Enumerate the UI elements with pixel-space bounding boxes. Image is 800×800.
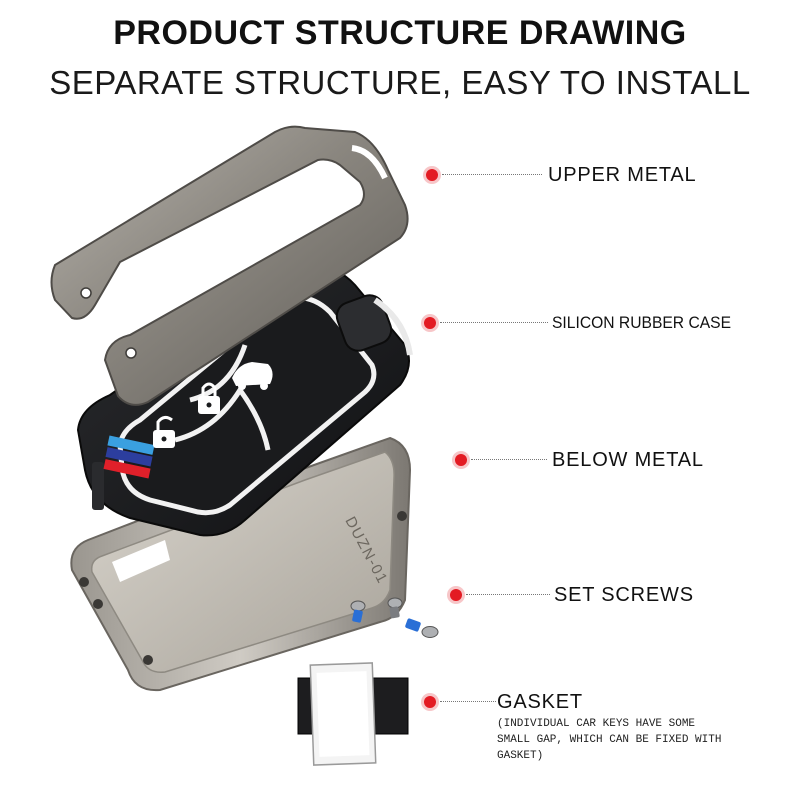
upper-metal-frame <box>50 125 409 406</box>
stripe-red <box>103 459 151 479</box>
callout-label-gasket: GASKET <box>497 691 583 713</box>
trunk-icon <box>232 362 273 390</box>
callout-silicon-rubber-case: SILICON RUBBER CASE <box>424 313 731 333</box>
callout-dot <box>424 696 436 708</box>
set-screws <box>350 597 439 638</box>
silicon-rubber-case <box>76 264 413 537</box>
lock-icon <box>198 382 220 414</box>
leader-line <box>440 701 496 702</box>
callout-label-below-metal: BELOW METAL <box>552 449 704 471</box>
gasket <box>297 662 409 766</box>
page-title: PRODUCT STRUCTURE DRAWING <box>113 14 687 52</box>
callout-upper-metal: UPPER METAL <box>426 164 726 186</box>
stripe-light-blue <box>107 435 155 455</box>
page-subtitle: SEPARATE STRUCTURE, EASY TO INSTALL <box>49 64 751 101</box>
callout-gasket: GASKET <box>424 691 624 713</box>
unlock-icon <box>153 415 175 448</box>
callout-label-upper-metal: UPPER METAL <box>548 164 697 186</box>
callout-set-screws: SET SCREWS <box>450 584 730 606</box>
screw-1 <box>350 600 366 623</box>
callout-dot <box>424 317 436 329</box>
gasket-note: (INDIVIDUAL CAR KEYS HAVE SOME SMALL GAP… <box>497 718 722 762</box>
callout-label-set-screws: SET SCREWS <box>554 584 694 606</box>
screw-3 <box>405 618 439 638</box>
leader-line <box>440 322 548 323</box>
stripe-dark-blue <box>105 447 153 467</box>
screw-2 <box>387 597 403 619</box>
callout-dot <box>455 454 467 466</box>
callout-label-silicon-rubber-case: SILICON RUBBER CASE <box>552 313 732 332</box>
callout-below-metal: BELOW METAL <box>455 449 735 471</box>
below-metal-frame: DUZN-01 <box>70 436 412 692</box>
leader-line <box>471 459 547 460</box>
leader-line <box>466 594 550 595</box>
leader-line <box>442 174 542 175</box>
callout-dot <box>450 589 462 601</box>
callout-dot <box>426 169 438 181</box>
